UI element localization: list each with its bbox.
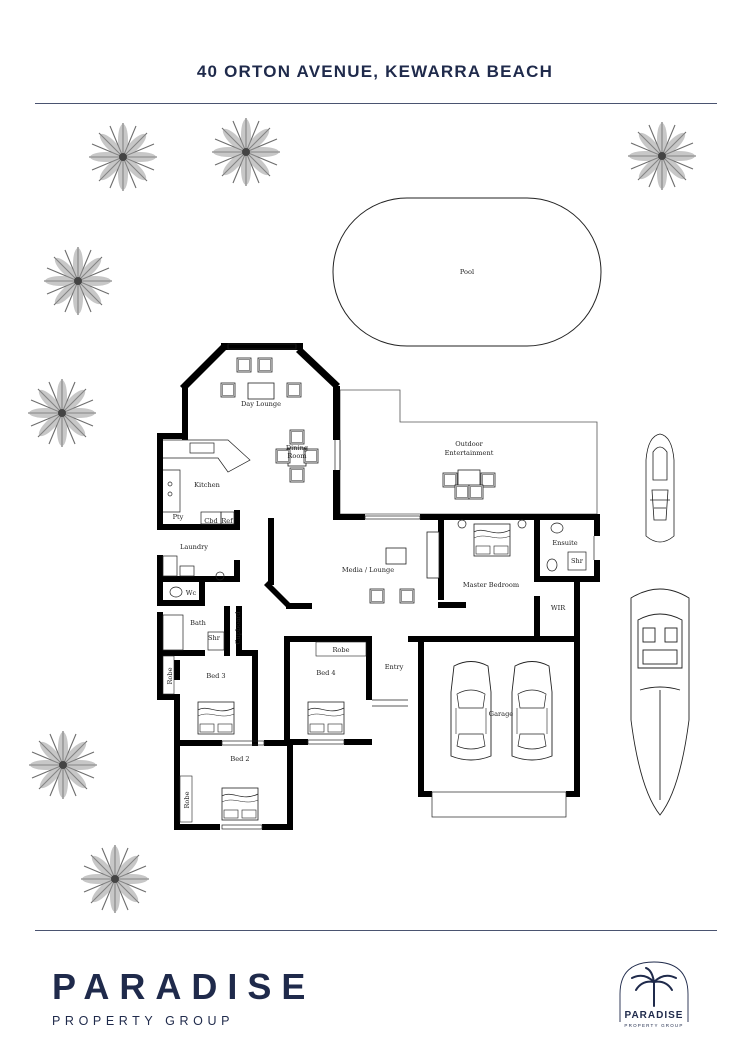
dining-label-2: Room — [287, 452, 307, 460]
bed-icon — [473, 523, 511, 557]
walls — [157, 343, 600, 830]
palm-tree-icon — [27, 378, 97, 448]
header-rule — [35, 103, 717, 104]
bed3-label: Bed 3 — [206, 672, 225, 680]
palm-tree-icon — [80, 844, 150, 914]
media-furniture — [369, 531, 440, 604]
wir-label: WIR — [551, 604, 566, 612]
bed4-label: Bed 4 — [316, 669, 335, 677]
bath-shower-label: Shr — [208, 634, 221, 642]
car-icon — [450, 661, 492, 761]
laundry-label: Laundry — [180, 543, 208, 551]
robe-bed2-label: Robe — [183, 791, 191, 808]
outdoor-label-1: Outdoor — [455, 440, 483, 448]
bed2-label: Bed 2 — [230, 755, 249, 763]
brand-wordmark: PARADISE — [52, 966, 316, 1007]
garage-label: Garage — [489, 710, 514, 718]
wc-label: Wc — [186, 589, 197, 597]
media-lounge-label: Media / Lounge — [342, 566, 394, 574]
address-title: 40 ORTON AVENUE, KEWARRA BEACH — [196, 62, 554, 81]
palm-tree-icon — [28, 730, 98, 800]
day-lounge-furniture — [220, 357, 319, 483]
ensuite-label: Ensuite — [552, 539, 577, 547]
outdoor-setting — [442, 469, 496, 500]
brand-subtitle: PROPERTY GROUP — [52, 1014, 235, 1028]
ensuite-fixtures — [546, 522, 587, 572]
windows — [221, 343, 595, 830]
speedboat-icon — [630, 588, 690, 816]
master-bedroom-label: Master Bedroom — [463, 581, 520, 589]
jetski-icon — [645, 433, 675, 543]
kitchen-benches — [162, 439, 251, 651]
outdoor-label-2: Entertainment — [445, 449, 494, 457]
palm-tree-icon — [627, 121, 697, 191]
car-icon — [511, 661, 553, 761]
pool — [332, 197, 602, 347]
robe-bed3-label: Robe — [166, 667, 174, 684]
palm-tree-icon — [43, 246, 113, 316]
palm-tree-icon — [88, 122, 158, 192]
footer-rule — [35, 930, 717, 931]
palm-tree-icon — [211, 117, 281, 187]
logo-name: PARADISE — [625, 1010, 684, 1021]
ensuite-shower-label: Shr — [571, 557, 584, 565]
bed-icon — [221, 787, 259, 821]
bed-icon — [307, 701, 345, 735]
cupboard-label: Cupboard — [234, 611, 242, 645]
fridge-label: Ref — [221, 517, 233, 525]
bed-icon — [197, 701, 235, 735]
kitchen-label: Kitchen — [194, 481, 221, 489]
cupboard-kitchen-label: Cbd — [204, 517, 218, 525]
pantry-label: Pty — [173, 513, 184, 521]
logo-subtitle: PROPERTY GROUP — [624, 1023, 683, 1028]
robe-bed4-label: Robe — [332, 646, 349, 654]
pool-label: Pool — [460, 268, 474, 276]
entry-label: Entry — [385, 663, 404, 671]
paradise-logo-icon: PARADISE PROPERTY GROUP — [619, 961, 689, 1028]
bath-label: Bath — [190, 619, 206, 627]
day-lounge-label: Day Lounge — [241, 400, 281, 408]
dining-label-1: Dining — [286, 444, 309, 452]
